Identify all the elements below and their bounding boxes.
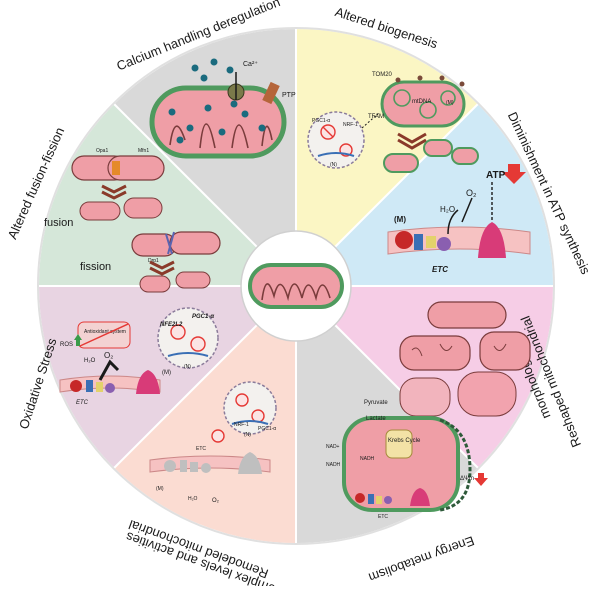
water-arrow-icon	[447, 209, 459, 235]
label-fusion: fusion	[44, 217, 73, 229]
antioxidant-inhibit-icon	[79, 323, 129, 347]
calcium-ion-dots	[168, 58, 266, 144]
title-oxidative: Oxidative Stress	[16, 336, 60, 431]
biogenesis-down-chevron-icon	[397, 132, 427, 150]
label-tfam: TFAM	[368, 114, 384, 120]
atp-illustration: (M) H₂O O₂ ATP ETC	[387, 164, 531, 274]
tom20-receptor-icons	[395, 75, 465, 87]
energy-decrease-arrow-icon	[474, 473, 488, 486]
label-remodeled-pgc1a: PGC1-α	[258, 426, 276, 432]
central-mitochondrion	[240, 230, 352, 342]
fission-down-chevron-icon	[149, 260, 175, 276]
label-oxidative-pgc1a: PGC1-α	[192, 314, 214, 320]
fusion-illustration: Opa1 Mfn1 fusion Drp1 fission	[44, 148, 221, 293]
label-dpsim: ΔΨm	[460, 476, 474, 482]
label-opa1: Opa1	[96, 148, 108, 154]
energy-etc-complexes	[355, 488, 430, 506]
label-remodeled-o2: O₂	[212, 498, 220, 504]
label-oxidative-h2o: H₂O	[84, 358, 96, 364]
oxidative-flux-arrow-icon	[98, 359, 120, 381]
label-fission: fission	[80, 261, 111, 273]
label-remodeled-m: (M)	[156, 486, 164, 492]
label-oxidative-o2: O₂	[104, 351, 113, 360]
label-remodeled-nrf1: NRF-1	[234, 422, 249, 428]
label-oxidative-n: (N)	[184, 364, 191, 370]
label-atp-m: (M)	[394, 215, 406, 224]
label-lactate: Lactate	[366, 416, 386, 422]
remodeled-illustration: NRF-1 PGC1-α (N) ETC (M) H₂O O₂	[149, 381, 277, 504]
atp-decrease-arrow-icon	[502, 164, 526, 184]
tfam-arrow-icon	[361, 111, 381, 129]
calcium-illustration: Ca²⁺ PTP	[149, 58, 296, 159]
label-nadh: NADH	[326, 462, 341, 468]
label-nfe2l2: NFE2L2	[160, 322, 183, 328]
label-ptp: PTP	[282, 92, 296, 99]
ros-increase-arrow-icon	[74, 334, 82, 346]
energy-illustration: Krebs Cycle Pyruvate Lactate NAD+ NADH N…	[326, 400, 488, 520]
label-nadh-inner: NADH	[360, 456, 375, 462]
biogenesis-small-mitochondria	[383, 139, 479, 173]
krebs-cycle-box	[385, 429, 413, 459]
label-remodeled-etc: ETC	[196, 446, 206, 452]
label-biogenesis-m: (M)	[446, 100, 454, 106]
oxidative-illustration: Antioxidant system NFE2L2 PGC1-α (N) ROS…	[59, 307, 219, 406]
ptp-pore-icon	[262, 81, 280, 105]
label-calcium-ion: Ca²⁺	[243, 61, 258, 68]
reshaped-illustration	[399, 301, 531, 417]
oxidative-etc-complexes	[70, 370, 160, 394]
label-biogenesis-n: (N)	[330, 162, 337, 168]
fusion-down-chevron-icon	[101, 184, 127, 200]
calcium-mitochondrion	[149, 85, 287, 159]
title-energy: Energy metabolism	[367, 533, 477, 585]
remodeled-etc-complexes	[164, 452, 262, 474]
label-ros: ROS	[60, 342, 73, 348]
biogenesis-illustration: TOM20 mtDNA (M) PGC1-α NRF-1 (N) TFAM	[307, 72, 479, 173]
label-remodeled-n: (N)	[244, 432, 251, 438]
label-energy-etc: ETC	[378, 514, 388, 520]
label-remodeled-h2o: H₂O	[188, 496, 198, 502]
biogenesis-nucleus	[307, 111, 365, 169]
label-mtdna: mtDNA	[412, 99, 431, 105]
label-antioxidant: Antioxidant system	[84, 329, 126, 335]
label-mfn1: Mfn1	[138, 148, 149, 154]
label-oxidative-m: (M)	[162, 370, 171, 376]
label-biogenesis-pgc1a: PGC1-α	[312, 118, 330, 124]
label-oxidative-etc: ETC	[76, 400, 89, 406]
label-atp-h2o: H₂O	[440, 205, 455, 214]
biogenesis-large-mitochondrion	[380, 80, 466, 128]
fission-protein-icon	[165, 231, 175, 255]
label-atp-etc: ETC	[432, 265, 448, 274]
oxidative-nucleus	[157, 307, 219, 369]
remodeled-nucleus	[223, 381, 277, 435]
label-nadplus: NAD+	[326, 444, 340, 450]
label-krebs: Krebs Cycle	[388, 438, 421, 444]
energy-cristae-zigzag	[439, 418, 472, 512]
label-pyruvate: Pyruvate	[364, 400, 388, 406]
remodeled-inhibit-icon	[211, 429, 225, 443]
oxygen-arrow-icon	[461, 197, 473, 223]
etc-complexes	[395, 222, 506, 258]
label-atp-o2: O₂	[466, 188, 477, 198]
fusion-protein-icon	[112, 161, 120, 175]
label-drp1: Drp1	[148, 258, 159, 264]
label-atp: ATP	[486, 170, 506, 181]
sector-wedges	[36, 26, 556, 546]
label-biogenesis-nrf1: NRF-1	[343, 122, 358, 128]
outer-ring	[37, 27, 555, 545]
label-tom20: TOM20	[372, 72, 393, 78]
energy-mitochondrion	[342, 416, 460, 512]
